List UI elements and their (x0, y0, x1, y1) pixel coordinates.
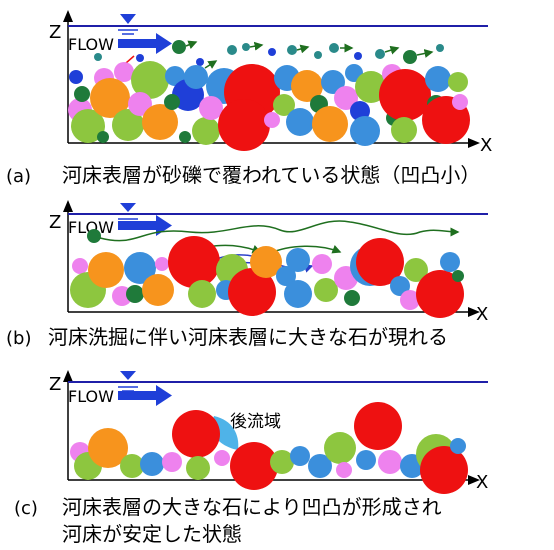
z-axis-label: Z (49, 212, 61, 233)
panel-a: Z X FLOW (6, 10, 492, 187)
z-axis (63, 200, 73, 312)
flow-label: FLOW (68, 387, 114, 406)
caption-b: 河床洗掘に伴い河床表層に大きな石が現れる (48, 325, 448, 349)
caption-c-tag: (c) (14, 498, 38, 519)
flow-arrow-icon (118, 215, 172, 236)
caption-c-line-2: 河床が安定した状態 (62, 522, 242, 546)
bed-stones-c (70, 402, 468, 494)
caption-a-tag: (a) (6, 166, 31, 187)
caption-a: 河床表層が砂礫で覆われている状態（凹凸小） (62, 163, 480, 187)
caption-c-line-1: 河床表層の大きな石により凹凸が形成され (62, 495, 442, 519)
x-axis-label: X (476, 304, 488, 325)
x-axis (68, 138, 480, 148)
water-level-marker-icon (118, 14, 138, 35)
x-axis-label: X (480, 135, 492, 156)
wake-label: 後流域 (230, 412, 281, 432)
panel-c: Z X FLOW 後流域 (14, 370, 488, 546)
z-axis-label: Z (49, 374, 61, 395)
flow-label: FLOW (68, 218, 114, 237)
z-axis-label: Z (49, 22, 61, 43)
caption-b-tag: (b) (6, 328, 31, 349)
flow-arrow-icon (118, 33, 172, 54)
moving-sediment-particles (94, 40, 444, 69)
bed-stones-b (70, 236, 464, 318)
bed-stones-a (68, 61, 470, 151)
panel-b: Z X FLOW (6, 200, 488, 349)
z-axis (63, 10, 73, 143)
x-axis (68, 307, 480, 317)
flow-label: FLOW (68, 35, 114, 54)
x-axis-label: X (476, 472, 488, 493)
flow-arrow-icon (118, 385, 172, 406)
z-axis (63, 370, 73, 480)
